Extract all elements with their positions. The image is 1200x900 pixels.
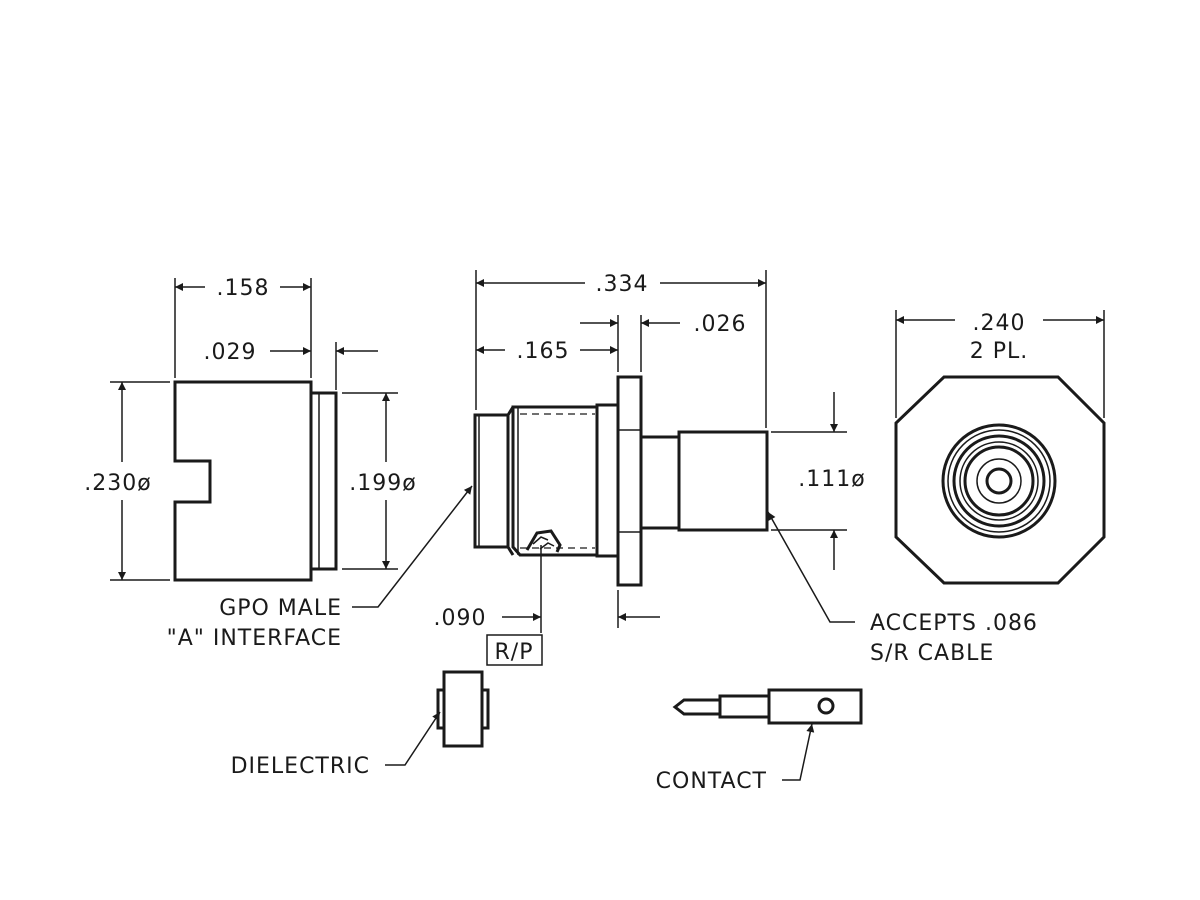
- dim-side-inner-diameter: .199ø: [349, 471, 416, 496]
- contact-part: CONTACT: [656, 688, 863, 794]
- connector-body-view: .334 .165 .026 .111ø .090 R/P GPO MALE "…: [167, 270, 1038, 666]
- side-view: .158 .029 .230ø .199ø: [84, 276, 416, 582]
- dim-end-width: .240: [973, 311, 1026, 336]
- cable-label-line1: ACCEPTS .086: [870, 611, 1038, 636]
- end-view-outline: [894, 375, 1106, 585]
- dim-rp-offset: .090: [434, 606, 487, 631]
- contact-label: CONTACT: [656, 769, 767, 794]
- dim-body-length: .165: [517, 339, 570, 364]
- rp-box-label: R/P: [495, 640, 534, 665]
- side-view-body: [173, 380, 313, 582]
- dim-cable-diameter: .111ø: [798, 467, 865, 492]
- cable-label-line2: S/R CABLE: [870, 641, 994, 666]
- dim-overall-length: .334: [596, 272, 649, 297]
- rp-box: [486, 634, 543, 666]
- dim-side-diameter: .230ø: [84, 471, 151, 496]
- dielectric-label: DIELECTRIC: [231, 754, 370, 779]
- dielectric-part: DIELECTRIC: [231, 670, 490, 779]
- dim-flange-thickness: .026: [694, 312, 747, 337]
- dim-side-flange: .029: [204, 340, 257, 365]
- side-view-step: [309, 391, 338, 571]
- dim-end-qty: 2 PL.: [970, 339, 1029, 364]
- dim-side-width: .158: [217, 276, 270, 301]
- interface-label-line1: GPO MALE: [219, 596, 342, 621]
- interface-label-line2: "A" INTERFACE: [167, 626, 342, 651]
- end-view: .240 2 PL.: [894, 310, 1106, 585]
